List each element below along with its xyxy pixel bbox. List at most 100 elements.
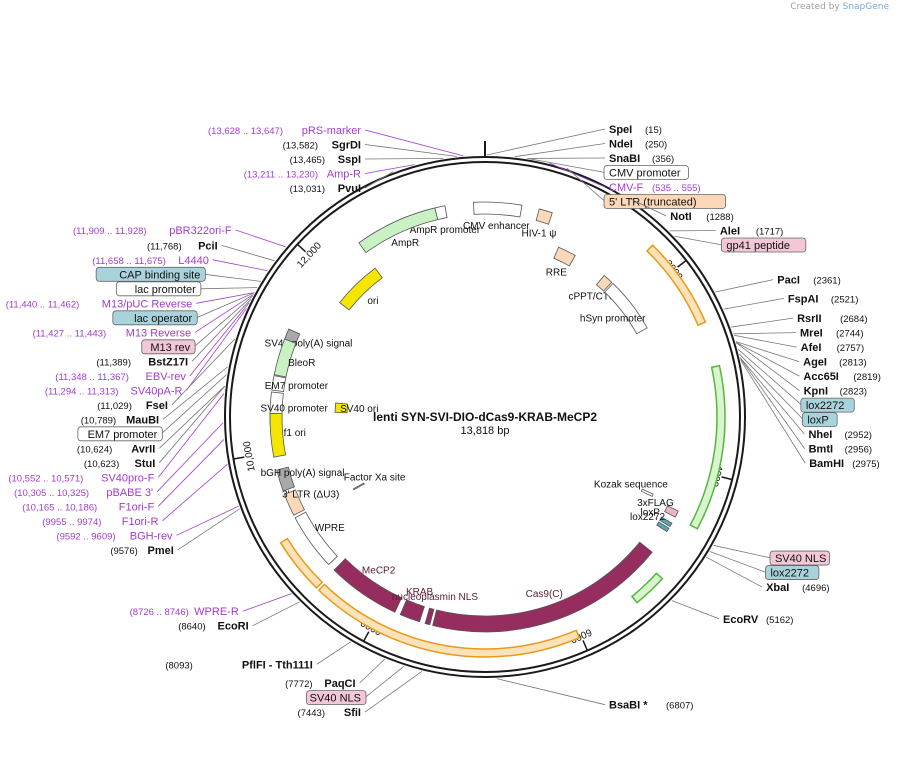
feature-lox2272 (656, 521, 670, 533)
label-leader-pcii (221, 244, 275, 262)
feature-cppt-cts (595, 274, 613, 292)
label-name-amp-r: Amp-R (327, 168, 361, 180)
feature-label-cppt-cts: cPPT/CTS (568, 291, 616, 302)
feature-box-sv40-nls (305, 690, 367, 706)
primer-amp-r: Amp-R(13,211 .. 13,230) (244, 168, 361, 180)
label-pos-maubi: (10,789) (81, 415, 116, 426)
label-pos-nhei: (2952) (844, 430, 871, 441)
label-name-afei: AfeI (801, 342, 822, 354)
primer-wpre-r: WPRE-R(8726 .. 8746) (130, 606, 239, 618)
feature-factor-xa-site (352, 482, 365, 491)
feature-hiv-1 (535, 208, 553, 225)
site-pflfi-tth111i: PflFI - Tth111I (8093) (165, 659, 312, 671)
snapgene-watermark: Created by SnapGene (790, 2, 889, 12)
label-leader-lac-promoter (199, 287, 258, 290)
feature-sv40-nls: SV40 NLS (305, 690, 367, 706)
label-pos-pvui: (13,031) (290, 184, 325, 195)
site-pvui: PvuI(13,031) (290, 183, 361, 195)
feature-box-label-gp41-peptide: gp41 peptide (726, 240, 790, 252)
label-leader-bstz17i (191, 298, 252, 362)
label-leader-sspi (364, 157, 444, 160)
label-name-bamhi: BamHI (809, 458, 844, 470)
label-name-mrei: MreI (800, 328, 823, 340)
feature-box-label-lac-operator: lac operator (134, 313, 192, 325)
label-name-maubi: MauBI (126, 414, 159, 426)
label-name-fspai: FspAI (788, 293, 819, 305)
label-leader-nhei (739, 357, 805, 435)
label-name-xbai: XbaI (766, 582, 789, 594)
label-name-rsrii: RsrII (797, 313, 821, 325)
label-leader-5-ltr-truncated (566, 167, 606, 202)
label-name-stui: StuI (134, 458, 155, 470)
feature-box-cap-binding-site (95, 266, 206, 282)
label-leader-cmv-promoter (529, 158, 606, 173)
label-pos-bstz17i: (11,389) (96, 357, 131, 368)
label-name-pbr322ori-f: pBR322ori-F (169, 225, 232, 237)
label-leader-ecori (252, 601, 300, 627)
label-pos-sspi: (13,465) (290, 155, 325, 166)
label-leader-f1ori-f (157, 439, 225, 507)
label-leader-m13-puc-reverse (196, 292, 255, 304)
label-name-fsei: FseI (146, 400, 168, 412)
feature-ampr (358, 207, 439, 254)
feature-krab (399, 599, 425, 623)
site-paqci: PaqCI(7772) (285, 678, 355, 690)
feature-label-rre: RRE (546, 267, 567, 278)
label-leader-bmti (739, 357, 805, 449)
label-name-f1ori-f: F1ori-F (119, 501, 155, 513)
label-pos-snabi: (356) (652, 154, 674, 165)
site-bstz17i: BstZ17I(11,389) (96, 356, 188, 368)
feature-ori (339, 267, 383, 311)
tick-12000 (296, 243, 307, 253)
backbone-inner (229, 161, 741, 673)
site-ecori: EcoRI(8640) (178, 621, 248, 633)
label-name-ndei: NdeI (609, 139, 633, 151)
feature-box-label-lox2272: lox2272 (770, 568, 809, 580)
label-pos-sgrdi: (13,582) (283, 140, 318, 151)
label-leader-pflfi-tth111i (316, 641, 351, 665)
label-name-noti: NotI (670, 211, 691, 223)
label-name-bgh-rev: BGH-rev (130, 530, 173, 542)
label-pos-pflfi-tth111i: (8093) (165, 660, 192, 671)
label-leader-pbabe-3 (156, 422, 224, 493)
label-pos-ebv-rev: (11,348 .. 11,367) (55, 372, 129, 383)
green-orf-arc (689, 364, 726, 530)
tick-2000 (677, 259, 687, 268)
orange-orf-arc (317, 583, 581, 658)
label-name-pflfi-tth111i: PflFI - Tth111I (242, 659, 313, 671)
feature-label-bgh-poly-a-signal: bGH poly(A) signal (261, 468, 345, 479)
feature-label-hiv-1: HIV-1 ψ (522, 228, 557, 239)
label-pos-fspai: (2521) (831, 294, 858, 305)
feature-box-gp41-peptide (721, 237, 807, 253)
label-pos-acc65i: (2819) (853, 372, 880, 383)
feature-5-ltr-truncated: 5' LTR (truncated) (603, 194, 726, 209)
feature-f1-ori (269, 413, 287, 458)
label-leader-acc65i (735, 341, 800, 377)
feature-hsyn-promoter (604, 282, 648, 335)
label-leader-paqci (359, 658, 386, 684)
label-pos-ecorv: (5162) (766, 615, 793, 626)
label-name-m13-reverse: M13 Reverse (126, 327, 191, 339)
feature-box-cmv-promoter (603, 165, 689, 180)
label-leader-sv40pro-f (158, 393, 225, 478)
feature-mecp2 (333, 558, 403, 613)
feature-label-f1-ori: f1 ori (284, 428, 306, 439)
label-leader-lac-operator (196, 292, 255, 319)
site-rsrii: RsrII(2684) (797, 313, 867, 325)
label-name-agei: AgeI (803, 357, 827, 369)
label-pos-prs-marker: (13,628 .. 13,647) (208, 126, 283, 137)
label-pos-avrii: (10,624) (77, 444, 112, 455)
label-leader-sv40-nls (364, 665, 405, 698)
label-pos-l4440: (11,658 .. 11,675) (92, 256, 166, 267)
label-leader-loxp (739, 353, 804, 420)
label-name-paci: PacI (777, 275, 800, 287)
feature-lac-operator: lac operator (112, 310, 198, 326)
label-leader-spei (486, 128, 606, 156)
site-ecorv: EcoRV(5162) (723, 614, 793, 626)
feature-box-label-loxp: loxP (807, 415, 828, 427)
label-pos-paci: (2361) (813, 276, 840, 287)
label-leader-pmei (177, 508, 240, 551)
primer-pbr322ori-f: pBR322ori-F(11,909 .. 11,928) (73, 225, 232, 237)
site-paci: PacI (2361) (777, 275, 840, 287)
